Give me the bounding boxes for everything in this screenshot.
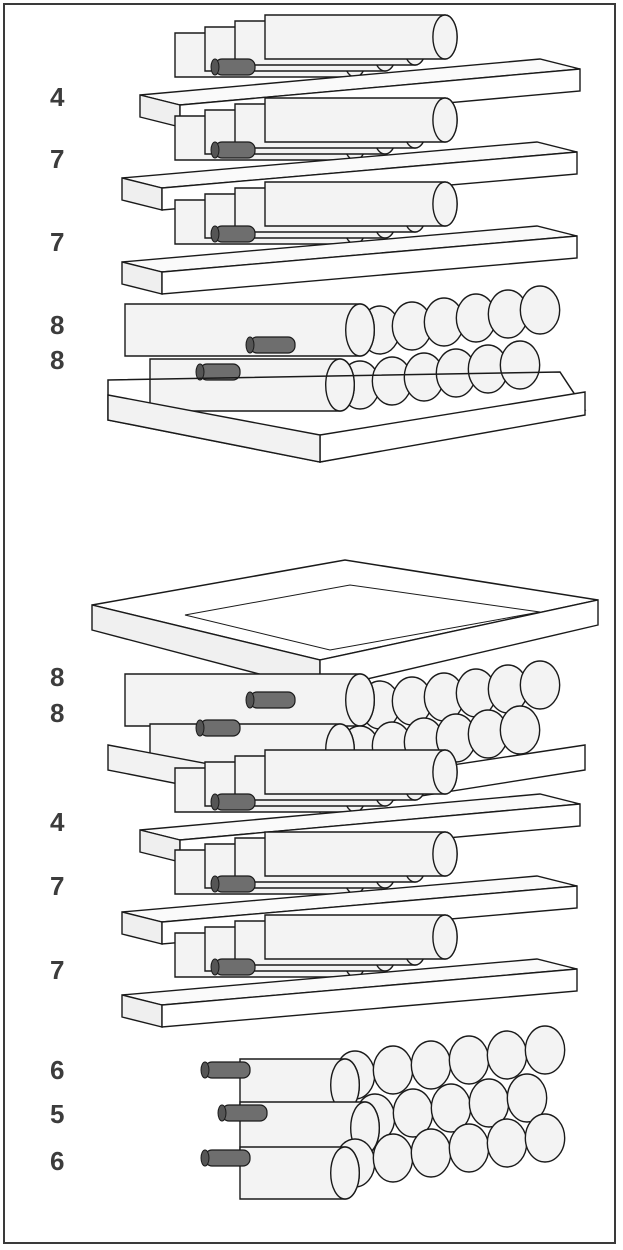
bottle-base — [330, 1146, 361, 1200]
bottom-floor-row-1-count: 6 — [50, 1055, 65, 1085]
bottom-floor-row-2-count: 5 — [50, 1099, 65, 1129]
top-shelf-3 — [121, 181, 578, 295]
bottle-base — [432, 831, 458, 877]
bottle-body — [264, 831, 458, 877]
bottle-neck — [214, 225, 256, 243]
bottle-base — [345, 673, 376, 727]
bottom-shelf-3-count: 7 — [50, 871, 65, 901]
bottle-end — [486, 1118, 528, 1168]
top-bottom-drawer — [107, 285, 587, 463]
bottle-neck — [221, 1104, 268, 1122]
bottle-neck — [214, 141, 256, 159]
bottle-body — [264, 14, 458, 60]
top-shelf-2-count: 7 — [50, 144, 65, 174]
bottle-cap — [200, 1149, 210, 1167]
bottle-end — [410, 1040, 452, 1090]
bottle-base — [432, 914, 458, 960]
bottom-shelf-3 — [121, 831, 578, 945]
bottle-neck — [214, 793, 256, 811]
bottle-end — [486, 1030, 528, 1080]
bottle-cap — [245, 336, 255, 354]
bottle-neck — [214, 958, 256, 976]
top-shelf-1-count: 4 — [50, 82, 65, 112]
bottle-end — [519, 660, 561, 710]
bottle-neck — [249, 336, 296, 354]
bottle-cap — [245, 691, 255, 709]
bottle-end — [410, 1128, 452, 1178]
bottle-body — [149, 358, 355, 412]
bottle-end — [372, 1133, 414, 1183]
top-shelf-4-lower-count: 8 — [50, 345, 65, 375]
bottle-end — [524, 1113, 566, 1163]
bottom-top-tray — [91, 559, 599, 691]
bottle-cap — [210, 141, 220, 159]
bottle-end — [499, 705, 541, 755]
shelf-front-rail — [161, 968, 578, 1028]
bottle-end — [499, 340, 541, 390]
bottle-cap — [210, 793, 220, 811]
bottle-cap — [210, 875, 220, 893]
bottom-shelf-4 — [121, 914, 578, 1028]
bottle-cap — [195, 719, 205, 737]
top-shelf-4-upper-count: 8 — [50, 310, 65, 340]
bottle-cap — [210, 58, 220, 76]
bottle-cap — [210, 225, 220, 243]
bottle-cap — [217, 1104, 227, 1122]
shelf-front-rail — [161, 235, 578, 295]
bottom-floor-row-3-count: 6 — [50, 1146, 65, 1176]
bottle-body — [264, 749, 458, 795]
bottle-base — [432, 14, 458, 60]
bottle-end — [506, 1073, 548, 1123]
bottom-shelf-2 — [139, 749, 581, 863]
bottle-neck — [249, 691, 296, 709]
bottle-base — [432, 749, 458, 795]
drawer-side — [107, 394, 321, 463]
bottom-shelf-1-upper-count: 8 — [50, 662, 65, 692]
bottle-end — [372, 1045, 414, 1095]
bottom-floor-stack — [200, 1025, 566, 1200]
bottle-cap — [195, 363, 205, 381]
bottle-neck — [204, 1149, 251, 1167]
bottle-cap — [200, 1061, 210, 1079]
bottle-body — [264, 97, 458, 143]
bottle-base — [432, 97, 458, 143]
bottle-end — [448, 1123, 490, 1173]
top-shelf-3-count: 7 — [50, 227, 65, 257]
bottle-end — [519, 285, 561, 335]
bottle-neck — [199, 719, 241, 737]
bottom-shelf-2-count: 4 — [50, 807, 65, 837]
bottle-neck — [214, 875, 256, 893]
bottle-neck — [214, 58, 256, 76]
bottle-cap — [210, 958, 220, 976]
bottle-end — [524, 1025, 566, 1075]
bottle-base — [432, 181, 458, 227]
bottle-base — [325, 358, 356, 412]
bottom-shelf-1-lower-count: 8 — [50, 698, 65, 728]
bottle-body — [264, 914, 458, 960]
bottle-end — [448, 1035, 490, 1085]
bottom-shelf-4-count: 7 — [50, 955, 65, 985]
bottle-body — [264, 181, 458, 227]
bottle-neck — [204, 1061, 251, 1079]
bottle-base — [345, 303, 376, 357]
